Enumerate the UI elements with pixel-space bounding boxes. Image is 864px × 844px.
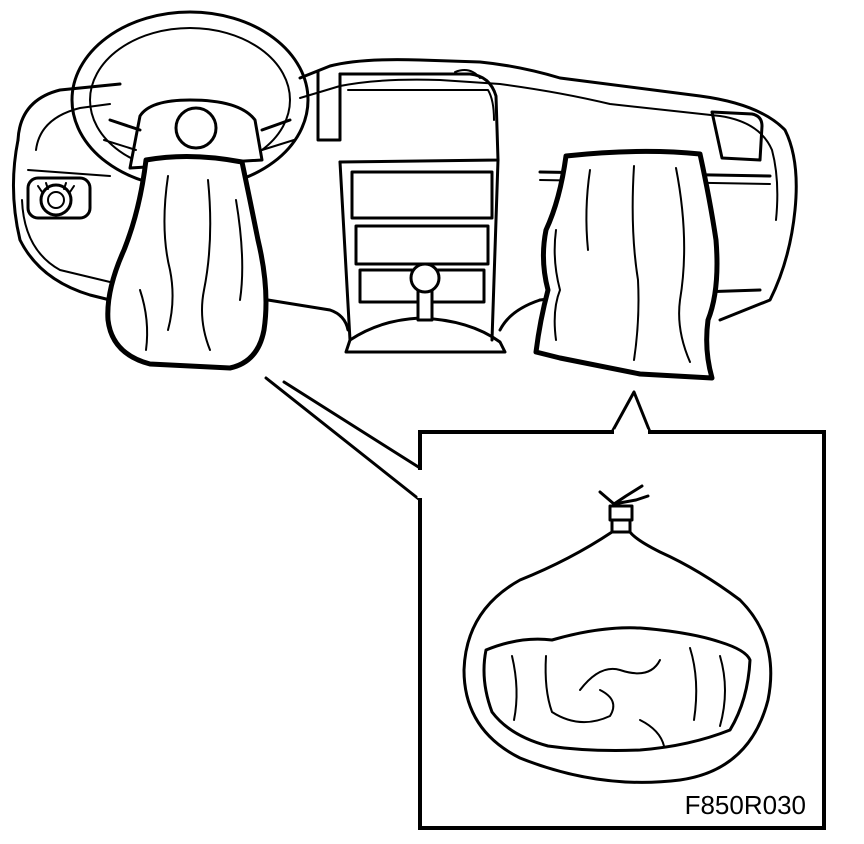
figure-code: F850R030 xyxy=(685,790,806,820)
light-switch xyxy=(26,176,92,220)
center-console xyxy=(338,158,507,354)
passenger-airbag-bag xyxy=(533,148,720,381)
callout-pointers xyxy=(264,376,652,502)
driver-airbag-bag xyxy=(105,153,269,371)
tied-plastic-bag xyxy=(462,484,773,784)
right-vent xyxy=(710,110,764,162)
